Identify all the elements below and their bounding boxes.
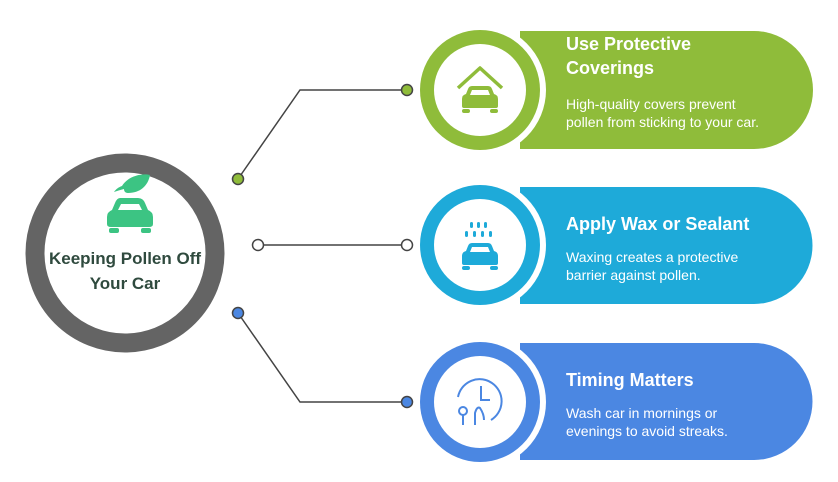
- car-wash-icon: [462, 222, 498, 270]
- connectors: [237, 89, 407, 403]
- leaf-car-icon: [107, 174, 153, 233]
- card-1-title: Use Protective Coverings: [566, 34, 692, 78]
- card-1-description: High-quality covers prevent pollen from …: [566, 96, 759, 130]
- connector-dot-1: [231, 172, 245, 186]
- card-timing-matters: [414, 336, 813, 468]
- connector-dot-2: [251, 238, 265, 252]
- connector-end-3: [400, 395, 414, 409]
- card-3-title: Timing Matters: [566, 370, 694, 390]
- connector-1: [237, 89, 407, 180]
- car-garage-icon: [456, 66, 504, 113]
- card-3-description: Wash car in mornings or evenings to avoi…: [566, 405, 728, 439]
- card-protective-coverings: [414, 24, 813, 156]
- connector-3: [237, 312, 407, 403]
- card-2-description: Waxing creates a protective barrier agai…: [566, 249, 739, 283]
- center-circle: [25, 153, 225, 353]
- connector-end-1: [400, 83, 414, 97]
- card-wax-sealant: [414, 179, 813, 311]
- connector-end-2: [400, 238, 414, 252]
- center-title: Keeping Pollen Off Your Car: [48, 249, 202, 293]
- clock-trees-icon: [457, 378, 503, 425]
- connector-dot-3: [231, 306, 245, 320]
- card-2-title: Apply Wax or Sealant: [566, 214, 750, 234]
